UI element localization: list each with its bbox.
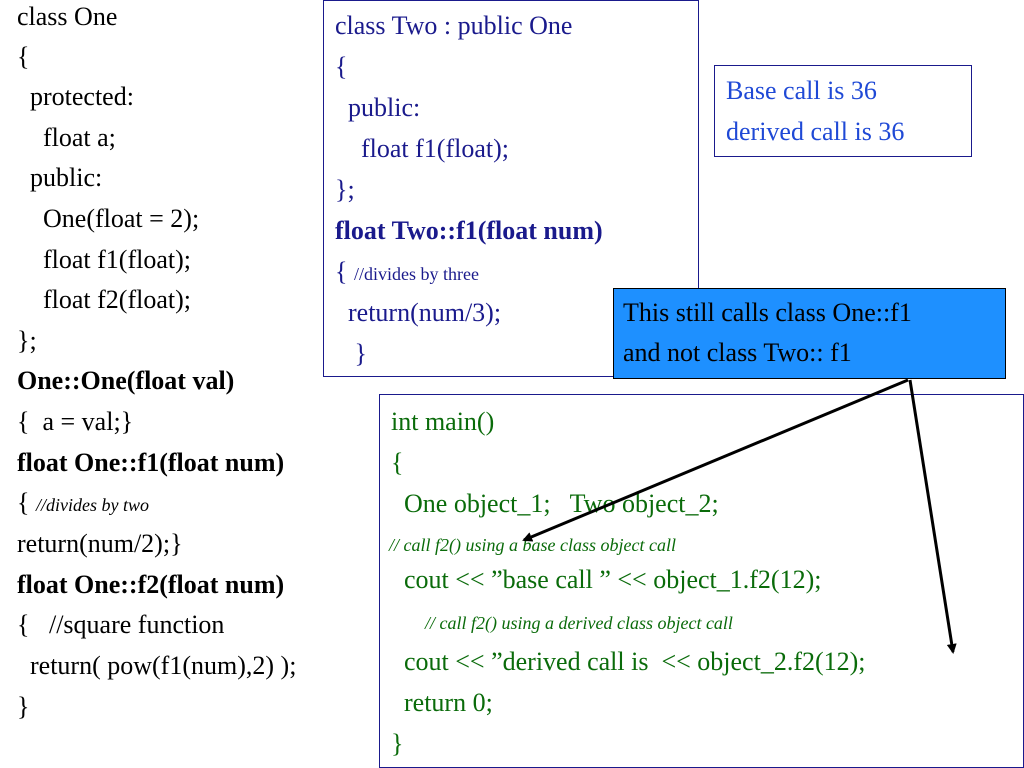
code-line: }; [17,326,37,355]
code-line: return 0; [391,688,493,717]
callout-note-box: This still calls class One::f1 and not c… [613,288,1006,379]
code-line: { //divides by three [335,257,479,289]
code-line: public: [17,163,103,192]
code-line: float One::f2(float num) [17,570,285,599]
result-line: Base call is 36 [726,76,877,105]
code-line: class One [17,2,118,31]
brace: { [17,488,36,517]
code-line: One object_1; Two object_2; [391,489,719,518]
code-line: } [391,729,404,758]
code-line: protected: [17,82,134,111]
code-line: { [391,448,404,477]
code-line: { //square function [17,610,225,639]
main-function-code-box: int main() { One object_1; Two object_2;… [379,394,1024,768]
code-line: int main() [391,407,495,436]
brace: { [335,257,354,286]
code-line: cout << ”derived call is << object_2.f2(… [391,647,866,676]
code-line: } [335,339,367,368]
code-comment: //divides by two [35,495,149,515]
code-line: return(num/2);} [17,529,183,558]
code-line: public: [335,93,421,122]
note-line: This still calls class One::f1 [623,298,912,327]
code-line: float f1(float); [335,134,509,163]
code-comment: // call f2() using a base class object c… [389,535,676,555]
result-line: derived call is 36 [726,117,905,146]
code-line: float One::f1(float num) [17,448,285,477]
code-comment: //divides by three [353,264,479,284]
code-line: return( pow(f1(num),2) ); [17,651,297,680]
code-line: { [17,42,30,71]
code-line: float a; [17,123,116,152]
code-line: class Two : public One [335,11,573,40]
code-line: { a = val;} [17,407,134,436]
code-line: One(float = 2); [17,204,200,233]
code-line: One::One(float val) [17,366,235,395]
code-line: }; [335,175,355,204]
code-line: float f2(float); [17,285,191,314]
code-line: } [17,692,30,721]
code-line: float f1(float); [17,245,191,274]
note-line: and not class Two:: f1 [623,338,852,367]
code-comment: // call f2() using a derived class objec… [425,613,733,633]
class-two-code-box: class Two : public One { public: float f… [323,0,699,377]
code-line: { [335,52,348,81]
code-line: { //divides by two [17,488,149,520]
code-line: return(num/3); [335,298,502,327]
output-result-box: Base call is 36 derived call is 36 [714,65,972,157]
code-line: cout << ”base call ” << object_1.f2(12); [391,565,822,594]
code-line: float Two::f1(float num) [335,216,603,245]
